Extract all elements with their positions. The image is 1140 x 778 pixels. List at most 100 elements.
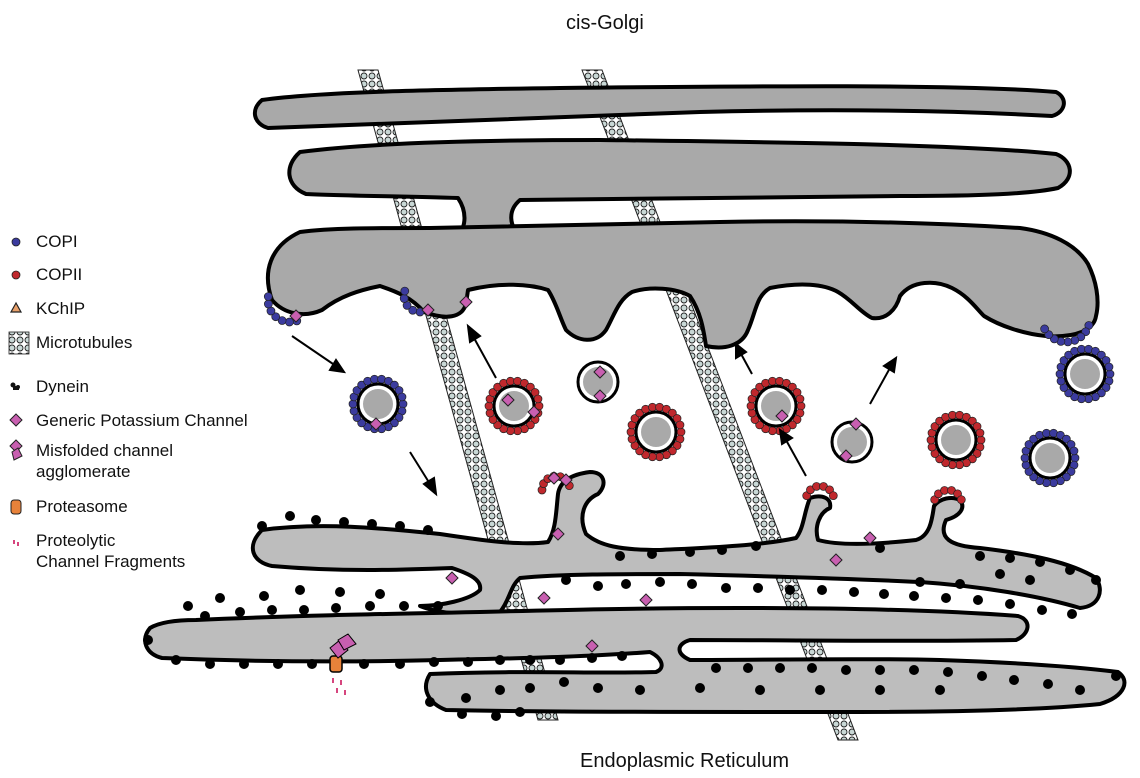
ribosome-dot: [935, 685, 945, 695]
ribosome-dot: [685, 547, 695, 557]
ribosome-dot: [995, 569, 1005, 579]
legend-item-copi: COPI: [6, 231, 78, 253]
ribosome-dot: [975, 551, 985, 561]
ribosome-dot: [875, 543, 885, 553]
ribosome-dot: [215, 593, 225, 603]
ribosome-dot: [423, 525, 433, 535]
copii-vesicle: [627, 403, 685, 460]
ribosome-dot: [339, 517, 349, 527]
channel-diamond: [446, 572, 458, 584]
ribosome-dot: [785, 585, 795, 595]
ribosome-dot: [615, 551, 625, 561]
ribosome-dot: [335, 587, 345, 597]
ribosome-dot: [200, 611, 210, 621]
ribosome-dot: [915, 577, 925, 587]
ribosome-dot: [617, 651, 627, 661]
ribosome-dot: [461, 693, 471, 703]
ribosome-dot: [1035, 557, 1045, 567]
ribosome-dot: [721, 583, 731, 593]
ribosome-dot: [1091, 575, 1101, 585]
copi-vesicle: [1021, 429, 1079, 486]
ribosome-dot: [751, 541, 761, 551]
ribosome-dot: [457, 709, 467, 719]
ribosome-dot: [239, 659, 249, 669]
ribosome-dot: [977, 671, 987, 681]
legend-item-kchip: KChIP: [6, 298, 85, 320]
ribosome-dot: [375, 589, 385, 599]
copi-vesicle: [1056, 345, 1114, 402]
legend-label: Proteasome: [36, 496, 128, 517]
legend-label: Microtubules: [36, 332, 132, 353]
legend-label: KChIP: [36, 298, 85, 319]
ribosome-dot: [359, 659, 369, 669]
ribosome-dot: [561, 575, 571, 585]
ribosome-dot: [307, 659, 317, 669]
ribosome-dot: [875, 665, 885, 675]
ribosome-dot: [753, 583, 763, 593]
ribosome-dot: [495, 655, 505, 665]
ribosome-dot: [311, 515, 321, 525]
ribosome-dot: [1005, 553, 1015, 563]
ribosome-dot: [331, 603, 341, 613]
ribosome-dot: [555, 655, 565, 665]
ribosome-dot: [1043, 679, 1053, 689]
ribosome-dot: [433, 601, 443, 611]
ribosome-dot: [395, 521, 405, 531]
ribosome-dot: [1037, 605, 1047, 615]
ribosome-dot: [695, 683, 705, 693]
legend-label: COPI: [36, 231, 78, 252]
ribosome-dot: [587, 653, 597, 663]
ribosome-dot: [973, 595, 983, 605]
ribosome-dot: [285, 511, 295, 521]
ribosome-dot: [515, 707, 525, 717]
arrow-4: [780, 430, 806, 476]
legend-label: Generic Potassium Channel: [36, 410, 248, 431]
arrow-1: [292, 336, 344, 372]
ribosome-dot: [399, 601, 409, 611]
ribosome-dot: [687, 579, 697, 589]
ribosome-dot: [429, 657, 439, 667]
ribosome-dot: [941, 593, 951, 603]
legend-item-misfolded: Misfolded channel agglomerate: [6, 440, 173, 482]
ribosome-dot: [743, 663, 753, 673]
golgi-cisterna-top: [255, 86, 1064, 128]
ribosome-dot: [717, 545, 727, 555]
arrow-2: [410, 452, 436, 494]
ribosome-dot: [815, 685, 825, 695]
ribosome-dot: [1075, 685, 1085, 695]
ribosome-dot: [655, 577, 665, 587]
er-sheet-lower: [145, 608, 1124, 712]
ribosome-dot: [367, 519, 377, 529]
ribosome-dot: [299, 605, 309, 615]
ribosome-dot: [235, 607, 245, 617]
ribosome-dot: [525, 655, 535, 665]
ribosome-dot: [807, 663, 817, 673]
ribosome-dot: [841, 665, 851, 675]
ribosome-dot: [425, 697, 435, 707]
ribosome-dot: [1065, 565, 1075, 575]
er-title: Endoplasmic Reticulum: [580, 750, 789, 773]
ribosome-dot: [755, 685, 765, 695]
ribosome-dot: [817, 585, 827, 595]
ribosome-dot: [259, 591, 269, 601]
ribosome-dot: [621, 579, 631, 589]
arrow-5: [736, 344, 752, 374]
arrow-3: [468, 326, 496, 378]
legend-label: COPII: [36, 264, 82, 285]
ribosome-dot: [711, 663, 721, 673]
legend-item-channel: Generic Potassium Channel: [6, 410, 248, 432]
ribosome-dot: [775, 663, 785, 673]
ribosome-dot: [525, 683, 535, 693]
legend-label: Proteolytic Channel Fragments: [36, 530, 185, 572]
ribosome-dot: [1009, 675, 1019, 685]
arrow-6: [870, 358, 896, 404]
ribosome-dot: [559, 677, 569, 687]
golgi-title: cis-Golgi: [566, 12, 644, 35]
ribosome-dot: [205, 659, 215, 669]
ribosome-dot: [879, 589, 889, 599]
legend-label: Dynein: [36, 376, 89, 397]
legend-item-copii: COPII: [6, 264, 82, 286]
ribosome-dot: [849, 587, 859, 597]
